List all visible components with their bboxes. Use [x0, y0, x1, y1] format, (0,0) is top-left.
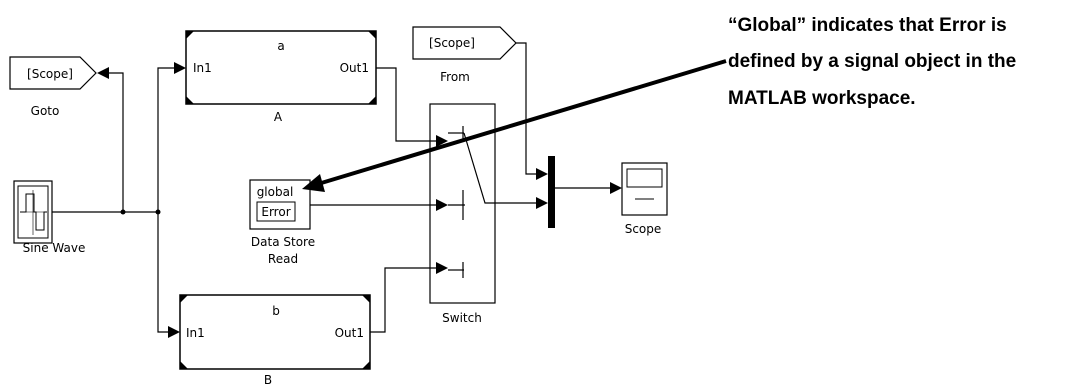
signal-lines: [52, 42, 622, 338]
annotation-line-3: MATLAB workspace.: [728, 88, 916, 109]
subsystem-b-out-port: Out1: [335, 326, 364, 340]
subsystem-b-title: b: [272, 304, 280, 318]
goto-block[interactable]: [Scope] Goto: [9, 56, 97, 118]
mux-block[interactable]: [548, 156, 555, 228]
data-store-error-text: Error: [261, 205, 290, 219]
annotation-line-2: defined by a signal object in the: [728, 51, 1016, 72]
from-tag: [Scope]: [429, 36, 475, 50]
data-store-read-label-2: Read: [268, 252, 298, 266]
annotation-arrowhead: [302, 174, 325, 192]
goto-label: Goto: [31, 104, 60, 118]
sine-wave-label: Sine Wave: [23, 241, 86, 255]
from-label: From: [440, 70, 470, 84]
subsystem-a-out-port: Out1: [340, 61, 369, 75]
from-block[interactable]: [Scope] From: [412, 26, 517, 84]
data-store-read-block[interactable]: global Error Data Store Read: [249, 179, 315, 266]
subsystem-a-label: A: [274, 110, 283, 124]
subsystem-b-block[interactable]: b In1 Out1 B: [179, 294, 371, 387]
subsystem-a-title: a: [277, 39, 284, 53]
goto-tag: [Scope]: [27, 67, 73, 81]
scope-block[interactable]: Scope: [621, 162, 668, 236]
annotation-arrow: [317, 59, 727, 186]
scope-label: Scope: [625, 222, 662, 236]
data-store-global-text: global: [257, 185, 294, 199]
annotation: “Global” indicates that Error is defined…: [302, 15, 1016, 192]
subsystem-b-label: B: [264, 373, 272, 387]
sine-wave-block[interactable]: Sine Wave: [13, 180, 86, 255]
data-store-read-label-1: Data Store: [251, 235, 315, 249]
annotation-line-1: “Global” indicates that Error is: [728, 15, 1007, 36]
subsystem-a-block[interactable]: a In1 Out1 A: [185, 30, 377, 124]
subsystem-b-in-port: In1: [186, 326, 205, 340]
subsystem-a-in-port: In1: [193, 61, 212, 75]
switch-label: Switch: [442, 311, 482, 325]
